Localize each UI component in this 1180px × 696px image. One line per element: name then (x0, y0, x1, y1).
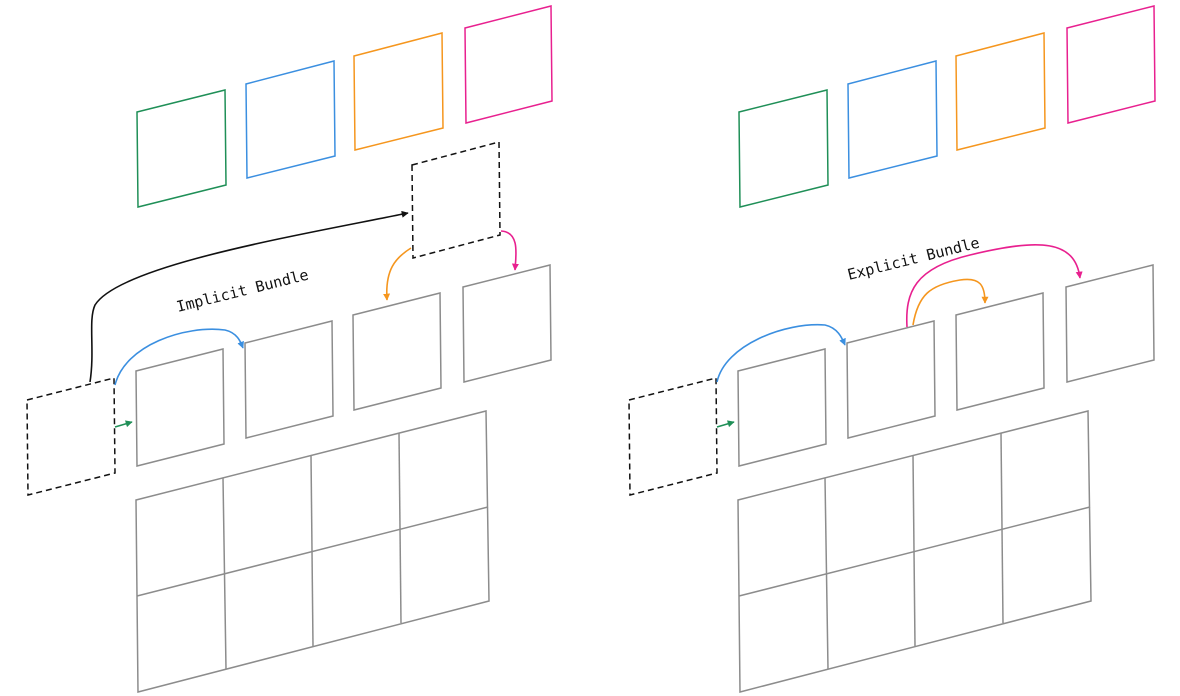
color-slot-magenta (1066, 5, 1156, 124)
descriptor-box (846, 320, 936, 439)
arrow-orange (383, 247, 412, 301)
source-box-dashed (628, 377, 718, 496)
implicit-bundle-label: Implicit Bundle (175, 266, 311, 316)
color-slot-blue (847, 60, 938, 179)
descriptor-grid (135, 410, 490, 693)
implicit-bundle-panel: Implicit Bundle (26, 5, 553, 693)
descriptor-grid (737, 410, 1092, 693)
descriptor-box (462, 264, 552, 383)
color-slot-orange (353, 32, 444, 151)
source-box-dashed (26, 377, 116, 496)
arrow-black (89, 210, 409, 383)
color-slot-green (136, 89, 227, 208)
arrow-blue (716, 323, 846, 383)
descriptor-box (244, 320, 334, 439)
bundle-box-dashed (411, 141, 501, 259)
color-slot-orange (955, 32, 1046, 151)
descriptor-box (135, 348, 225, 467)
arrow-magenta (500, 230, 519, 271)
color-slot-magenta (464, 5, 553, 124)
color-slot-blue (245, 60, 336, 179)
arrow-blue (114, 328, 244, 386)
explicit-bundle-panel: Explicit Bundle (628, 5, 1156, 693)
descriptor-box (352, 292, 442, 411)
descriptor-box (1065, 264, 1155, 383)
descriptor-box (737, 348, 827, 467)
arrow-green (114, 420, 133, 428)
descriptor-box (955, 292, 1045, 411)
explicit-bundle-label: Explicit Bundle (846, 234, 982, 284)
arrow-magenta (905, 243, 1083, 328)
arrow-orange (912, 278, 989, 326)
arrow-green (716, 420, 735, 428)
color-slot-green (738, 89, 829, 208)
